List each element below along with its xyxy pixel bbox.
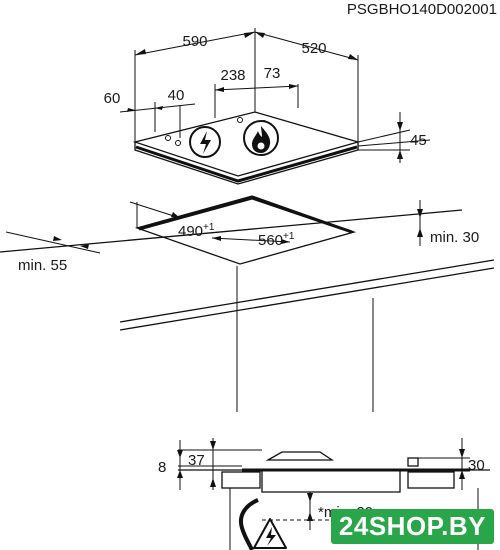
arrowheads [53, 236, 89, 249]
dim-left-margin: 60 [104, 90, 121, 107]
worktop-back-edge-lower [119, 267, 495, 331]
dim-line-min-front [5, 231, 101, 254]
dim-line-590 [134, 31, 256, 56]
right-support [407, 471, 455, 489]
cutout [134, 195, 357, 265]
dim-burner-spacing: 73 [264, 65, 281, 82]
burner-dot [175, 140, 181, 146]
cross-section [178, 451, 490, 550]
dim-line-560 [211, 237, 291, 243]
electric-ignition-icon [189, 126, 221, 158]
arrowheads [307, 493, 313, 521]
dim-min-back: min. 30 [430, 229, 479, 246]
dim-side-top: 37 [188, 452, 205, 469]
hob-plate-rim [135, 145, 358, 183]
cable [239, 498, 259, 550]
dim-width: 590 [182, 33, 207, 50]
arrowheads [212, 236, 290, 244]
burner-dot [165, 135, 171, 141]
dim-right-height: 30 [468, 457, 485, 474]
extension-line [357, 139, 431, 147]
worktop [0, 195, 495, 412]
worktop-front-edge [0, 209, 463, 253]
arrowheads [397, 122, 403, 159]
hob-body [261, 470, 401, 493]
dim-cutout-depth: 490+1 [178, 222, 215, 240]
dim-side-thickness: 8 [158, 459, 166, 476]
dim-line-238 [214, 85, 299, 91]
arrowheads [215, 84, 298, 92]
hob-plate-edge [134, 142, 359, 185]
electrical-hazard-icon [253, 518, 287, 549]
dim-line-520 [254, 31, 359, 61]
dim-left-offset: 40 [168, 87, 185, 104]
arrowheads [171, 212, 180, 218]
dim-cutout-width: 560+1 [258, 231, 295, 249]
left-support [221, 471, 261, 489]
document-code: PSGBHO140D002001 [347, 1, 497, 18]
worktop-back-edge [119, 259, 495, 323]
dim-min-front: min. 55 [18, 257, 67, 274]
dim-depth: 520 [301, 40, 326, 57]
dim-burner-offset: 238 [220, 67, 245, 84]
gas-flame-icon [243, 120, 279, 156]
extension-line [357, 129, 411, 143]
arrowheads [177, 450, 183, 478]
burner-dot [237, 117, 243, 123]
knob-section [407, 457, 419, 467]
arrowheads [459, 449, 465, 479]
burner-section [265, 451, 335, 461]
arrowheads [417, 209, 423, 237]
cutout-rim [138, 196, 353, 234]
watermark: 24SHOP.BY [330, 509, 494, 544]
